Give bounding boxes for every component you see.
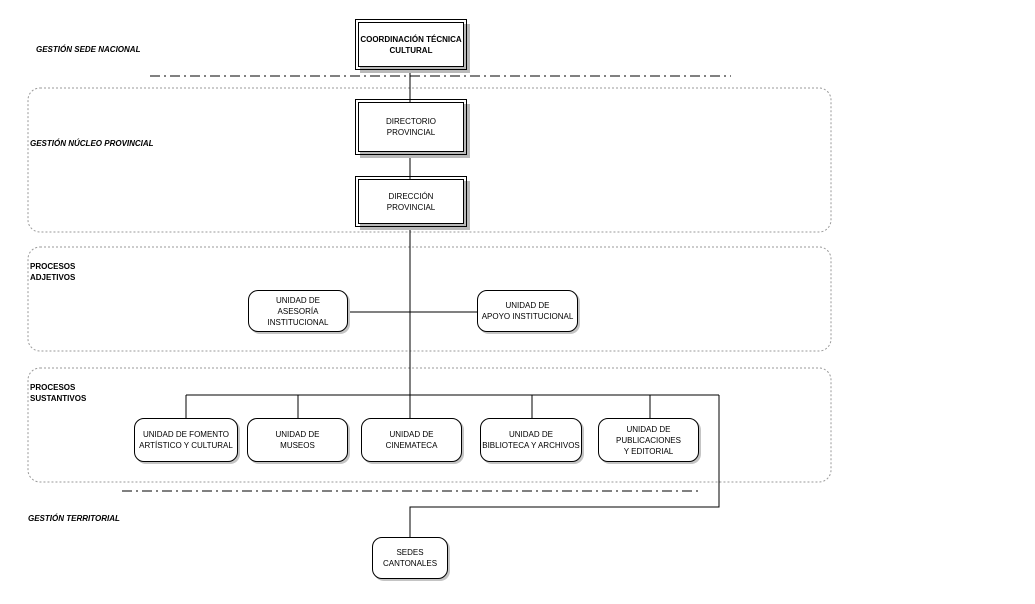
label-procesos-sustantivos: PROCESOS SUSTANTIVOS — [30, 383, 87, 403]
unit-publicaciones-label: UNIDAD DE PUBLICACIONES Y EDITORIAL — [616, 424, 681, 456]
unit-direccion-provincial: DIRECCIÓN PROVINCIAL — [355, 176, 467, 227]
unit-sedes-label: SEDES CANTONALES — [382, 548, 438, 568]
unit-sedes-cantonales: SEDES CANTONALES — [372, 537, 448, 579]
nucleo-provincial-frame — [27, 87, 832, 233]
unit-biblioteca-label: UNIDAD DE BIBLIOTECA Y ARCHIVOS — [482, 430, 580, 450]
procesos-adjetivos-frame — [27, 246, 832, 352]
unit-apoyo-institucional: UNIDAD DE APOYO INSTITUCIONAL — [477, 290, 578, 332]
unit-cinemateca: UNIDAD DE CINEMATECA — [361, 418, 462, 462]
unit-coordinacion-label: COORDINACIÓN TÉCNICA CULTURAL — [360, 34, 462, 55]
unit-directorio-label: DIRECTORIO PROVINCIAL — [385, 117, 437, 137]
unit-apoyo-label: UNIDAD DE APOYO INSTITUCIONAL — [481, 301, 574, 321]
connector-sedes — [409, 395, 720, 538]
label-gestion-sede-nacional: GESTIÓN SEDE NACIONAL — [36, 45, 141, 54]
unit-asesoria-label: UNIDAD DE ASESORÍA INSTITUCIONAL — [267, 295, 329, 327]
unit-biblioteca-archivos: UNIDAD DE BIBLIOTECA Y ARCHIVOS — [480, 418, 582, 462]
unit-direccion-label: DIRECCIÓN PROVINCIAL — [386, 191, 436, 212]
unit-asesoria-institucional: UNIDAD DE ASESORÍA INSTITUCIONAL — [248, 290, 348, 332]
unit-directorio-provincial: DIRECTORIO PROVINCIAL — [355, 99, 467, 155]
label-procesos-adjetivos: PROCESOS ADJETIVOS — [30, 262, 76, 282]
unit-museos: UNIDAD DE MUSEOS — [247, 418, 348, 462]
unit-cinemateca-label: UNIDAD DE CINEMATECA — [385, 430, 438, 450]
unit-publicaciones-editorial: UNIDAD DE PUBLICACIONES Y EDITORIAL — [598, 418, 699, 462]
label-gestion-nucleo-provincial: GESTIÓN NÚCLEO PROVINCIAL — [30, 139, 154, 148]
procesos-sustantivos-frame — [27, 367, 832, 483]
unit-fomento-label: UNIDAD DE FOMENTO ARTÍSTICO Y CULTURAL — [139, 430, 233, 450]
label-gestion-territorial: GESTIÓN TERRITORIAL — [28, 514, 120, 523]
unit-coordinacion-tecnica-cultural: COORDINACIÓN TÉCNICA CULTURAL — [355, 19, 467, 70]
unit-fomento-artistico-cultural: UNIDAD DE FOMENTO ARTÍSTICO Y CULTURAL — [134, 418, 238, 462]
unit-museos-label: UNIDAD DE MUSEOS — [275, 430, 320, 450]
